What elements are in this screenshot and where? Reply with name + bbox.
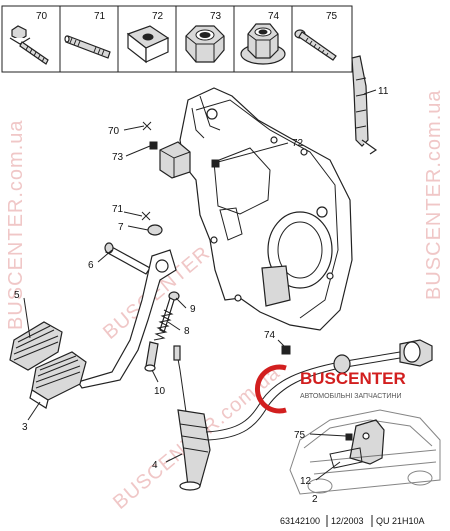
header-number-74: 74 (268, 11, 280, 22)
callout-9: 9 (190, 304, 196, 315)
part-6-pivot-pin (104, 242, 151, 275)
part-8-spring (153, 309, 174, 341)
callout-71: 71 (112, 204, 124, 215)
part-5-pedal-rubber (9, 321, 63, 371)
callout-10: 10 (154, 386, 166, 397)
footer-code: 63142100 (280, 516, 320, 526)
square-marker-75 (345, 433, 353, 441)
pedal-box-drawing (9, 55, 441, 495)
header-cell-71[interactable]: 71 (64, 11, 111, 59)
header-cell-72[interactable]: 72 (126, 11, 170, 64)
part-11-clip (351, 55, 378, 155)
callout-6: 6 (88, 260, 94, 271)
leader-lines (23, 89, 377, 481)
cross-marker-70 (142, 121, 152, 131)
callout-labels: 70 73 71 7 6 5 9 8 10 3 4 11 72 74 75 12… (14, 86, 389, 505)
header-number-72: 72 (152, 11, 164, 22)
footer-ref: QU 21H10A (376, 516, 425, 526)
footer-reference: 63142100 12/2003 QU 21H10A (280, 515, 425, 527)
square-clip-nut-icon (126, 25, 170, 64)
part-74-nut (281, 345, 291, 355)
footer-date: 12/2003 (331, 516, 364, 526)
part-4-clutch-cable (173, 339, 433, 491)
header-number-71: 71 (94, 11, 106, 22)
logo-arc-icon (254, 364, 287, 414)
stud-bolt-icon (64, 35, 111, 59)
flange-bolt-icon (9, 25, 49, 65)
callout-72: 72 (292, 138, 304, 149)
callout-5: 5 (14, 290, 20, 301)
watermark-left-vertical: BUSCENTER.com.ua (5, 120, 27, 331)
logo-tagline: АВТОМОБІЛЬНІ ЗАПЧАСТИНИ (300, 393, 401, 400)
part-10-push-rod (144, 341, 159, 372)
hex-nut-icon (185, 25, 225, 63)
callout-75: 75 (294, 430, 306, 441)
brand-logo[interactable]: BUSCENTER АВТОМОБІЛЬНІ ЗАПЧАСТИНИ (254, 364, 406, 414)
callout-3: 3 (22, 422, 28, 433)
callout-73: 73 (112, 152, 124, 163)
callout-2: 2 (312, 494, 318, 505)
header-cell-75[interactable]: 75 (294, 11, 338, 61)
part-7-bushing (147, 224, 163, 236)
part-12-cable-bracket (329, 419, 385, 469)
callout-74: 74 (264, 330, 276, 341)
callout-12: 12 (300, 476, 312, 487)
header-cell-70[interactable]: 70 (9, 11, 49, 65)
header-parts-strip: 70 71 72 (1, 5, 353, 73)
header-number-70: 70 (36, 11, 48, 22)
header-cell-73[interactable]: 73 (185, 11, 225, 63)
part-3-clutch-pedal (29, 249, 177, 409)
logo-brand-text: BUSCENTER (300, 369, 406, 388)
flange-nut-icon (240, 23, 286, 65)
header-number-73: 73 (210, 11, 222, 22)
header-cell-74[interactable]: 74 (240, 11, 286, 65)
cross-marker-71 (141, 211, 151, 221)
watermark-right-vertical: BUSCENTER.com.ua (423, 90, 445, 301)
callout-4: 4 (152, 460, 158, 471)
square-marker-73 (149, 141, 158, 150)
screw-icon (294, 29, 337, 61)
square-marker-72 (211, 159, 220, 168)
callout-70: 70 (108, 126, 120, 137)
callout-8: 8 (184, 326, 190, 337)
callout-11: 11 (378, 86, 389, 97)
header-number-75: 75 (326, 11, 338, 22)
callout-7: 7 (118, 222, 124, 233)
